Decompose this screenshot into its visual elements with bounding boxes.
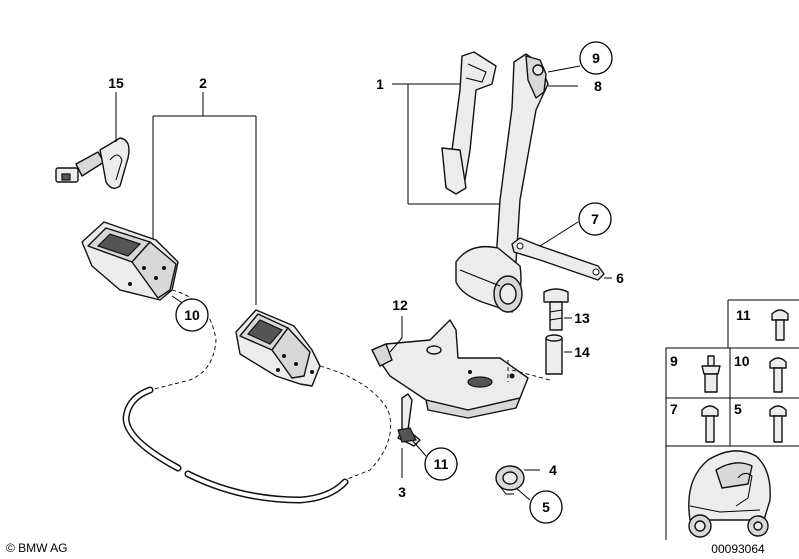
label-15: 15 — [108, 75, 124, 91]
part-8-9-anchor — [525, 55, 547, 99]
leader-lines — [171, 65, 612, 501]
copyright-text: © BMW AG — [6, 541, 68, 555]
part-4-grommet — [495, 465, 525, 495]
legend-label-7: 7 — [670, 401, 678, 417]
footer: © BMW AG 00093064 — [6, 541, 765, 556]
diagram-id: 00093064 — [711, 542, 765, 556]
part-14-spacer — [545, 334, 563, 375]
label-3: 3 — [398, 484, 406, 500]
legend-screw-5 — [769, 405, 787, 443]
legend-label-11: 11 — [736, 307, 751, 323]
label-4: 4 — [549, 462, 557, 478]
label-8: 8 — [594, 78, 602, 94]
fastener-legend: 11 9 10 7 5 — [665, 299, 799, 540]
callout-7 — [578, 202, 612, 236]
legend-bolt-7 — [701, 405, 719, 443]
part-2-buckle-left — [81, 221, 179, 301]
label-10: 10 — [184, 307, 200, 323]
label-6: 6 — [616, 270, 624, 286]
part-2-cable — [122, 289, 392, 504]
part-13-bolt — [543, 288, 569, 331]
legend-label-9: 9 — [670, 353, 678, 369]
dashed-guide-14 — [507, 360, 551, 382]
part-3-clip — [397, 393, 421, 447]
part-2-buckle-right — [235, 309, 321, 387]
label-13: 13 — [574, 310, 590, 326]
scooter-thumbnail — [688, 450, 771, 538]
label-14: 14 — [574, 344, 590, 360]
label-2: 2 — [199, 75, 207, 91]
label-1: 1 — [376, 76, 384, 92]
label-9: 9 — [592, 50, 600, 66]
callout-11 — [424, 447, 458, 481]
callout-9 — [579, 41, 613, 75]
label-7: 7 — [591, 211, 599, 227]
part-12-floor-bracket — [371, 319, 529, 419]
leader-1 — [392, 83, 506, 205]
part-6-bracket — [511, 237, 605, 281]
legend-label-5: 5 — [734, 401, 742, 417]
label-12: 12 — [392, 297, 408, 313]
legend-screw-11 — [771, 309, 789, 341]
legend-label-10: 10 — [734, 353, 750, 369]
legend-rivet-9 — [701, 355, 721, 393]
callout-10 — [175, 298, 209, 332]
legend-screw-10 — [769, 357, 787, 393]
label-5: 5 — [542, 499, 550, 515]
callout-5 — [529, 490, 563, 524]
leader-2 — [152, 92, 257, 305]
part-1-retractor — [455, 245, 523, 313]
label-11: 11 — [434, 456, 449, 472]
part-15-buckle-latch — [55, 137, 130, 189]
